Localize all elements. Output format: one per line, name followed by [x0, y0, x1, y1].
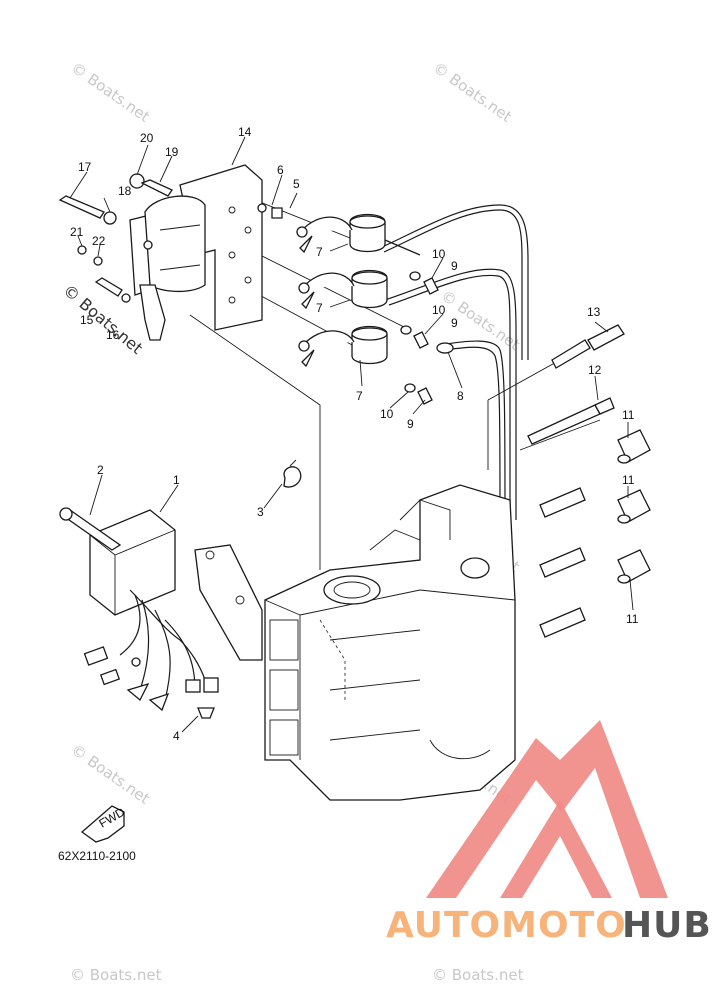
- callout-4: 4: [173, 729, 180, 743]
- callout-10-upper: 10: [432, 247, 446, 261]
- ignition-coil-lower: [298, 325, 388, 368]
- watermark-bottom-left: © Boats.net: [68, 741, 153, 808]
- callout-7-lower: 7: [356, 389, 363, 403]
- callouts: 20 19 14 17 18 6 5 21 22 7 10 9 7 10 9 1…: [70, 125, 639, 743]
- callout-20: 20: [140, 131, 154, 145]
- callout-1: 1: [173, 473, 180, 487]
- callout-2: 2: [97, 463, 104, 477]
- cdi-bracket: [194, 544, 263, 661]
- watermark-top-left: © Boats.net: [68, 59, 153, 126]
- harness-lines: [189, 189, 601, 570]
- callout-18: 18: [118, 184, 132, 198]
- diagram-part-code: 62X2110-2100: [58, 849, 136, 863]
- callout-10-middle: 10: [432, 303, 446, 317]
- watermark-top-right: © Boats.net: [430, 59, 515, 126]
- watermark-footer-right: © Boats.net: [432, 966, 524, 984]
- plug-cap-upper: [617, 429, 651, 464]
- callout-19: 19: [165, 145, 179, 159]
- brand-name-part1: AUTOMOTO: [386, 905, 627, 946]
- callout-8: 8: [457, 389, 464, 403]
- spark-plugs: [527, 324, 651, 638]
- callout-6: 6: [277, 163, 284, 177]
- cable-clip: [283, 459, 302, 488]
- callout-17: 17: [78, 160, 92, 174]
- callout-9-middle: 9: [451, 316, 458, 330]
- plug-cap-lower: [617, 549, 651, 584]
- brand-logo-mark: [426, 720, 668, 898]
- ignition-coils: [296, 213, 421, 368]
- callout-21: 21: [70, 225, 84, 239]
- callout-9-lower: 9: [407, 417, 414, 431]
- watermark-dark: © Boats.net: [59, 281, 146, 358]
- leader-lines: [69, 136, 634, 733]
- callout-7-upper: 7: [316, 245, 323, 259]
- plug-cap-middle: [617, 489, 651, 524]
- callout-13: 13: [587, 305, 601, 319]
- brand-logo: AUTOMOTO HUB: [386, 720, 712, 946]
- callout-15: 15: [80, 313, 94, 327]
- bracket-fasteners: [58, 173, 283, 303]
- callout-12: 12: [588, 363, 602, 377]
- callout-3: 3: [257, 505, 264, 519]
- fwd-arrow: FWD: [80, 805, 127, 843]
- ignition-coil-bracket: [129, 164, 263, 341]
- callout-11-middle: 11: [622, 473, 635, 487]
- engine-block: [264, 484, 516, 801]
- callout-5: 5: [293, 177, 300, 191]
- callout-16: 16: [106, 328, 120, 342]
- ignition-coil-upper: [296, 213, 421, 256]
- cdi-unit: [59, 507, 176, 616]
- brand-name-part2: HUB: [622, 905, 712, 946]
- callout-14: 14: [238, 125, 252, 139]
- callout-11-upper: 11: [622, 408, 635, 422]
- wire-harness: [83, 589, 219, 719]
- plug-wire-13: [551, 339, 591, 369]
- callout-11-lower: 11: [626, 612, 639, 626]
- callout-10-lower: 10: [380, 407, 394, 421]
- callout-7-middle: 7: [316, 301, 323, 315]
- callout-9-upper: 9: [451, 259, 458, 273]
- callout-22: 22: [92, 234, 106, 248]
- ignition-coil-middle: [298, 269, 388, 310]
- coil-fasteners: [400, 271, 454, 405]
- watermark-footer-left: © Boats.net: [70, 966, 162, 984]
